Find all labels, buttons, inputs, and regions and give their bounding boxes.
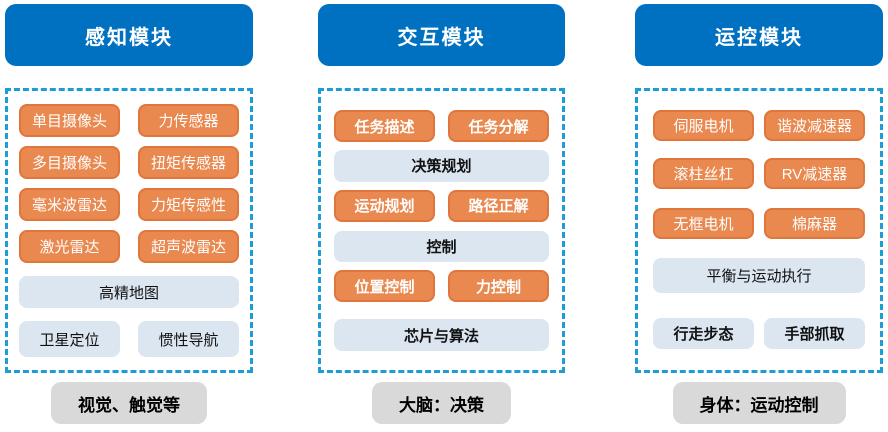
chip-satellite-positioning: 卫星定位 [19,321,120,357]
chip-hand-grasp: 手部抓取 [764,318,865,349]
chip-force-sensor: 力传感器 [138,104,239,137]
column-motion-control: 运控模块 伺服电机 谐波减速器 滚柱丝杠 RV减速器 无框电机 棉麻器 平衡与运… [635,4,883,424]
column-perception: 感知模块 单目摄像头 力传感器 多目摄像头 扭矩传感器 毫米波雷达 力矩传感性 … [5,4,253,424]
chip-ultrasonic-radar: 超声波雷达 [138,230,239,263]
chip-row: 激光雷达 超声波雷达 [19,230,239,263]
chip-position-control: 位置控制 [334,270,435,303]
chip-row: 卫星定位 惯性导航 [19,321,239,357]
chip-path-solution: 路径正解 [448,189,549,222]
chip-multi-camera: 多目摄像头 [19,146,120,179]
chip-chip-and-algorithm: 芯片与算法 [334,319,549,352]
interaction-panel: 任务描述 任务分解 决策规划 运动规划 路径正解 控制 位置控制 力控制 芯片与… [318,88,565,373]
chip-control: 控制 [334,230,549,263]
chip-frameless-motor: 无框电机 [653,208,754,239]
perception-panel: 单目摄像头 力传感器 多目摄像头 扭矩传感器 毫米波雷达 力矩传感性 激光雷达 … [5,88,253,373]
chip-roller-screw: 滚柱丝杠 [653,158,754,189]
chip-row: 多目摄像头 扭矩传感器 [19,146,239,179]
chip-lidar: 激光雷达 [19,230,120,263]
chip-harmonic-reducer: 谐波减速器 [764,110,865,141]
chip-row: 单目摄像头 力传感器 [19,104,239,137]
chip-decision-planning: 决策规划 [334,150,549,182]
chip-inertial-navigation: 惯性导航 [138,321,239,357]
chip-mmwave-radar: 毫米波雷达 [19,188,120,221]
chip-mianma-device: 棉麻器 [764,208,865,239]
chip-force-control: 力控制 [448,270,549,303]
column-header-interaction: 交互模块 [318,4,565,66]
column-header-motion-control: 运控模块 [635,4,883,66]
chip-row: 伺服电机 谐波减速器 [653,110,865,141]
chip-balance-motion-execution: 平衡与运动执行 [653,258,865,293]
chip-row: 位置控制 力控制 [334,270,549,303]
chip-torque-sensor: 扭矩传感器 [138,146,239,179]
chip-row: 任务描述 任务分解 [334,110,549,142]
chip-walking-gait: 行走步态 [653,318,754,349]
column-interaction: 交互模块 任务描述 任务分解 决策规划 运动规划 路径正解 控制 位置控制 力控… [318,4,565,424]
chip-motion-planning: 运动规划 [334,189,435,222]
chip-mono-camera: 单目摄像头 [19,104,120,137]
chip-torque-sensing: 力矩传感性 [138,188,239,221]
column-header-perception: 感知模块 [5,4,253,66]
chip-task-description: 任务描述 [334,110,435,142]
chip-row: 滚柱丝杠 RV减速器 [653,158,865,189]
chip-rv-reducer: RV减速器 [764,158,865,189]
footer-brain-decision: 大脑：决策 [372,382,511,424]
chip-hd-map: 高精地图 [19,276,239,308]
chip-row: 无框电机 棉麻器 [653,208,865,239]
chip-row: 行走步态 手部抓取 [653,318,865,349]
chip-servo-motor: 伺服电机 [653,110,754,141]
chip-task-decomposition: 任务分解 [448,110,549,142]
chip-row: 毫米波雷达 力矩传感性 [19,188,239,221]
chip-row: 运动规划 路径正解 [334,189,549,222]
footer-vision-touch: 视觉、触觉等 [51,382,207,424]
footer-body-motion-control: 身体：运动控制 [672,382,846,424]
motion-control-panel: 伺服电机 谐波减速器 滚柱丝杠 RV减速器 无框电机 棉麻器 平衡与运动执行 行… [635,88,883,373]
